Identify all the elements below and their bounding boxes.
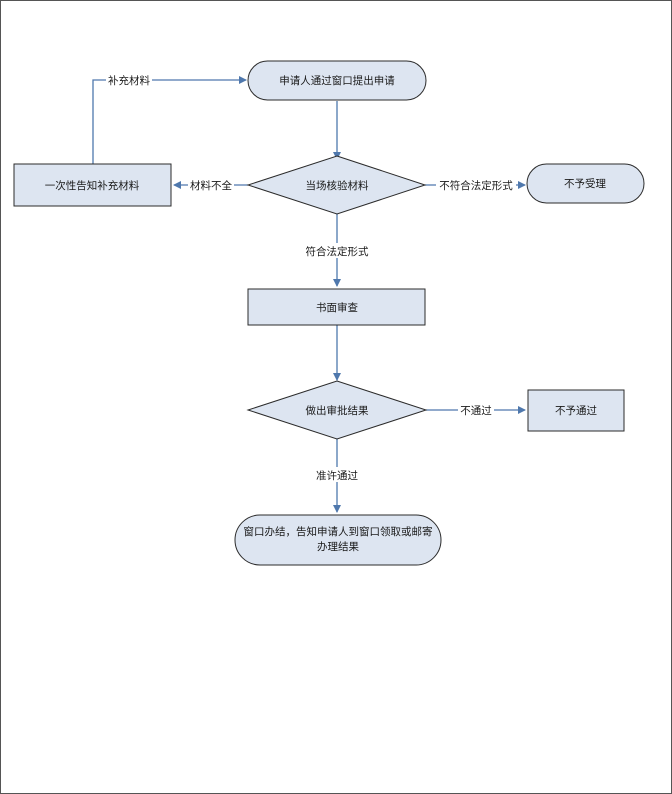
node-reject-acceptance-label: 不予受理 bbox=[564, 178, 606, 190]
node-reject-acceptance bbox=[526, 163, 645, 204]
edge-label-bg bbox=[106, 73, 152, 87]
edge-label-fail: 不通过 bbox=[460, 404, 492, 417]
node-submit-application bbox=[247, 60, 427, 101]
edge-label-bg bbox=[310, 467, 364, 482]
edge-label-approve: 准许通过 bbox=[316, 469, 358, 482]
edge-label-bg bbox=[188, 178, 234, 192]
edge-notify-to-submit bbox=[92, 76, 247, 164]
node-submit-application-label: 申请人通过窗口提出申请 bbox=[279, 74, 395, 87]
edge-label-supplement: 补充材料 bbox=[108, 74, 150, 87]
edge-label-incomplete: 材料不全 bbox=[190, 179, 232, 192]
edge-label-not-legal-form: 不符合法定形式 bbox=[439, 179, 513, 192]
node-finish-label-line2: 办理结果 bbox=[317, 540, 359, 553]
edge-label-bg bbox=[436, 178, 516, 192]
edge-label-bg bbox=[458, 403, 494, 417]
node-notify-supplement bbox=[13, 163, 172, 207]
node-notify-supplement-label: 一次性告知补充材料 bbox=[45, 179, 140, 192]
node-verify-materials bbox=[246, 155, 427, 215]
node-verify-materials-label: 当场核验材料 bbox=[306, 179, 369, 192]
node-written-review bbox=[247, 288, 426, 326]
node-not-passed bbox=[527, 389, 625, 432]
node-decision bbox=[246, 380, 428, 440]
node-not-passed-label: 不予通过 bbox=[555, 404, 597, 417]
edge-label-legal-form: 符合法定形式 bbox=[306, 245, 369, 258]
node-written-review-label: 书面审查 bbox=[316, 301, 358, 314]
node-finish-label-line1: 窗口办结，告知申请人到窗口领取或邮寄 bbox=[244, 525, 433, 538]
node-finish bbox=[234, 514, 442, 566]
edge-label-bg bbox=[302, 243, 372, 258]
node-decision-label: 做出审批结果 bbox=[306, 404, 369, 417]
